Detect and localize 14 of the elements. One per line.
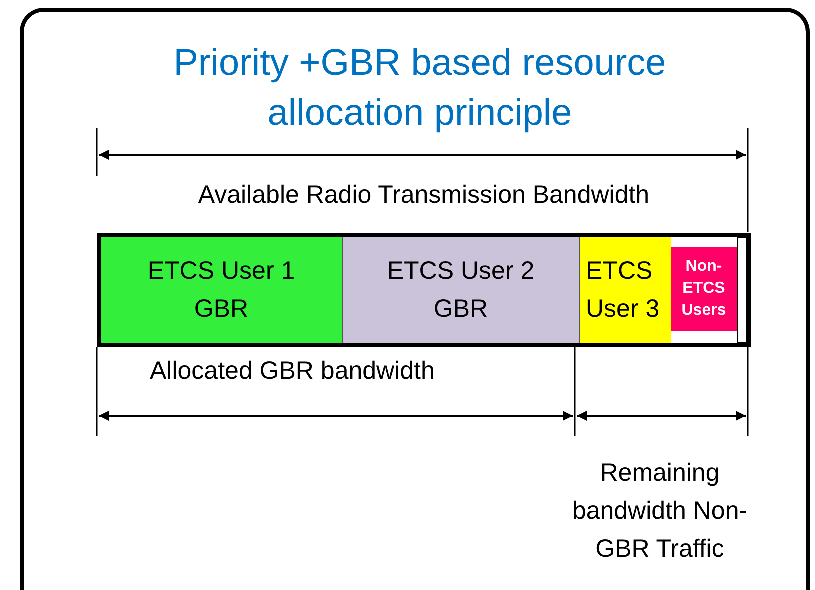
bandwidth-bar	[97, 233, 751, 347]
title: Priority +GBR based resource allocation principle	[172, 41, 668, 135]
bandwidth-segment	[342, 237, 579, 343]
bandwidth-segment	[671, 247, 737, 331]
segment-label: ETCS User 1 GBR	[146, 256, 296, 325]
bandwidth-segment	[101, 237, 342, 343]
segment-label: Non-ETCS Users	[680, 257, 728, 321]
dimension-label: Remaining bandwidth Non- GBR Traffic	[571, 458, 749, 565]
dimension-label: Available Radio Transmission Bandwidth	[197, 180, 651, 211]
segment-label: ETCS User 2 GBR	[386, 256, 536, 325]
bandwidth-segment	[579, 237, 671, 343]
segment-label: ETCS User 3	[586, 256, 661, 325]
bandwidth-segment	[737, 237, 747, 343]
dimension-label: Allocated GBR bandwidth	[150, 356, 436, 387]
